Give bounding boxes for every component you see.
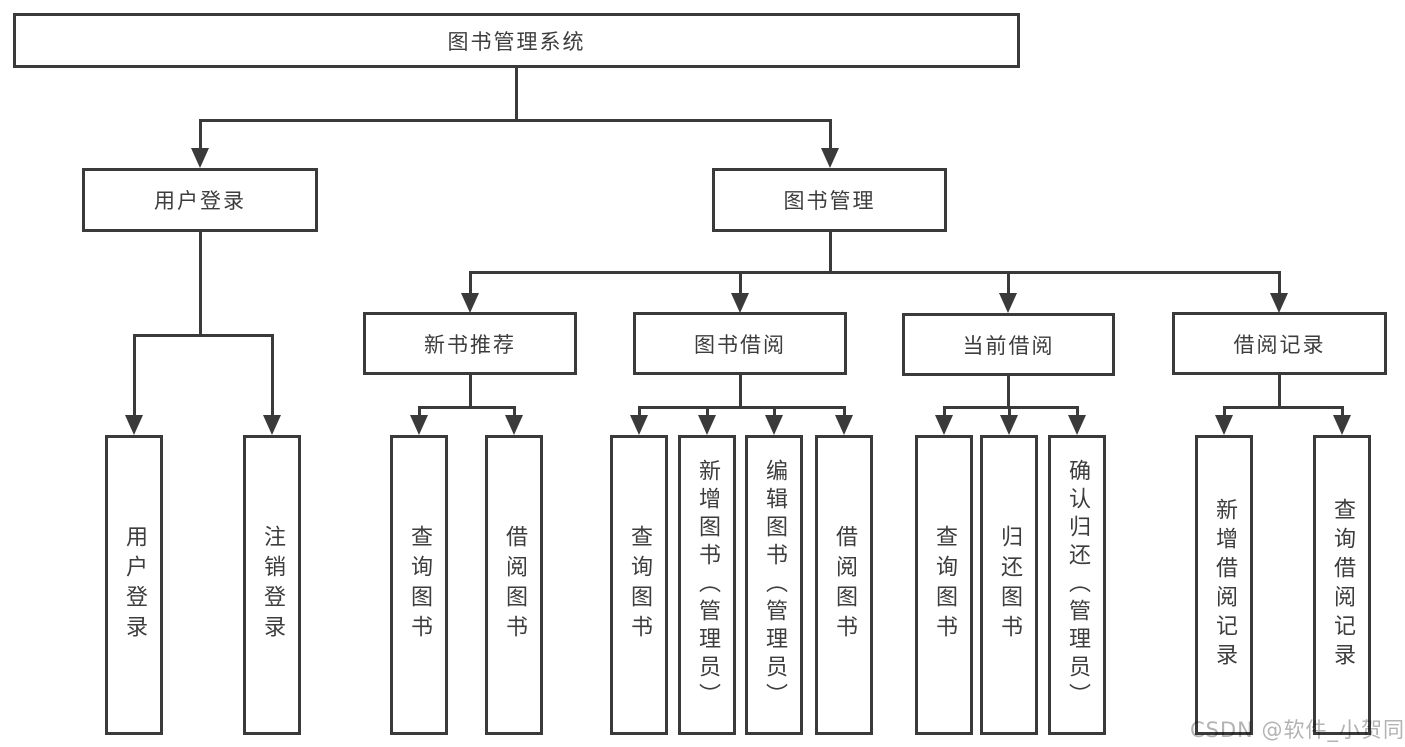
arrow-down-icon: [410, 415, 428, 435]
arrow-down-icon: [1000, 415, 1018, 435]
connector-line: [1076, 406, 1079, 418]
connector-line: [829, 119, 832, 152]
arrow-down-icon: [191, 148, 209, 168]
leaf-query-books-borrowing-label: 查询图书: [627, 525, 652, 645]
arrow-down-icon: [125, 415, 143, 435]
connector-line: [469, 271, 1281, 274]
connector-line: [1008, 406, 1011, 418]
connector-line: [469, 375, 472, 409]
leaf-query-books-current-label: 查询图书: [932, 525, 957, 645]
node-current-borrowing-label: 当前借阅: [962, 333, 1055, 358]
node-book-borrowing: 图书借阅: [633, 312, 847, 375]
connector-line: [829, 232, 832, 274]
arrow-down-icon: [821, 148, 839, 168]
leaf-return-books: 归还图书: [980, 435, 1038, 735]
arrow-down-icon: [1215, 415, 1233, 435]
leaf-borrow-books-recommend-label: 借阅图书: [502, 525, 527, 645]
node-book-management-label: 图书管理: [783, 189, 876, 213]
arrow-down-icon: [698, 415, 716, 435]
connector-line: [418, 406, 516, 409]
node-book-borrowing-label: 图书借阅: [694, 332, 786, 357]
connector-line: [638, 406, 641, 418]
arrow-down-icon: [935, 415, 953, 435]
leaf-borrow-books-borrowing: 借阅图书: [815, 435, 873, 735]
connector-line: [843, 406, 846, 418]
node-book-management: 图书管理: [712, 168, 947, 232]
connector-line: [199, 119, 831, 122]
leaf-add-books-admin: 新增图书（管理员）: [678, 435, 736, 735]
leaf-add-borrow-record: 新增借阅记录: [1195, 435, 1253, 735]
connector-line: [773, 406, 776, 418]
leaf-query-books-borrowing: 查询图书: [610, 435, 668, 735]
connector-line: [133, 334, 136, 418]
connector-line: [706, 406, 709, 418]
leaf-return-books-label: 归还图书: [997, 525, 1022, 645]
connector-line: [638, 406, 846, 409]
connector-line: [469, 271, 472, 297]
leaf-user-login: 用户登录: [105, 435, 163, 735]
leaf-query-books-current: 查询图书: [915, 435, 973, 735]
node-borrow-records: 借阅记录: [1172, 312, 1387, 375]
node-user-login: 用户登录: [82, 168, 318, 232]
leaf-query-borrow-record: 查询借阅记录: [1313, 435, 1371, 735]
connector-line: [515, 68, 518, 121]
connector-line: [199, 232, 202, 336]
arrow-down-icon: [505, 415, 523, 435]
leaf-query-books-recommend: 查询图书: [390, 435, 448, 735]
connector-line: [943, 406, 1079, 409]
leaf-confirm-return-admin-label: 确认归还（管理员）: [1065, 459, 1090, 711]
arrow-down-icon: [1270, 293, 1288, 313]
arrow-down-icon: [731, 293, 749, 313]
leaf-edit-books-admin-label: 编辑图书（管理员）: [762, 459, 787, 711]
connector-line: [1278, 271, 1281, 297]
leaf-borrow-books-borrowing-label: 借阅图书: [832, 525, 857, 645]
leaf-add-borrow-record-label: 新增借阅记录: [1212, 498, 1237, 672]
leaf-user-login-label: 用户登录: [122, 525, 147, 645]
connector-line: [271, 334, 274, 418]
connector-line: [1278, 375, 1281, 409]
node-current-borrowing: 当前借阅: [902, 313, 1115, 376]
leaf-query-borrow-record-label: 查询借阅记录: [1330, 498, 1355, 672]
connector-line: [513, 406, 516, 418]
connector-line: [199, 119, 202, 152]
arrow-down-icon: [263, 415, 281, 435]
connector-line: [1341, 406, 1344, 418]
arrow-down-icon: [835, 415, 853, 435]
leaf-logout: 注销登录: [243, 435, 301, 735]
node-root: 图书管理系统: [13, 13, 1020, 68]
arrow-down-icon: [765, 415, 783, 435]
node-new-book-recommend-label: 新书推荐: [424, 332, 516, 357]
leaf-query-books-recommend-label: 查询图书: [407, 525, 432, 645]
connector-line: [418, 406, 421, 418]
connector-line: [1223, 406, 1226, 418]
leaf-logout-label: 注销登录: [260, 525, 285, 645]
connector-line: [1223, 406, 1344, 409]
connector-line: [943, 406, 946, 418]
leaf-add-books-admin-label: 新增图书（管理员）: [695, 459, 720, 711]
arrow-down-icon: [999, 293, 1017, 313]
node-user-login-label: 用户登录: [154, 189, 246, 213]
connector-line: [1007, 376, 1010, 409]
connector-line: [739, 375, 742, 409]
connector-line: [133, 334, 274, 337]
node-borrow-records-label: 借阅记录: [1233, 332, 1326, 357]
leaf-edit-books-admin: 编辑图书（管理员）: [745, 435, 803, 735]
arrow-down-icon: [1333, 415, 1351, 435]
watermark: CSDN @软件_小贺同学: [1190, 718, 1405, 742]
connector-line: [739, 271, 742, 297]
node-new-book-recommend: 新书推荐: [363, 312, 577, 375]
arrow-down-icon: [461, 293, 479, 313]
arrow-down-icon: [630, 415, 648, 435]
node-root-label: 图书管理系统: [447, 29, 586, 54]
leaf-borrow-books-recommend: 借阅图书: [485, 435, 543, 735]
leaf-confirm-return-admin: 确认归还（管理员）: [1048, 435, 1106, 735]
arrow-down-icon: [1068, 415, 1086, 435]
connector-line: [1007, 271, 1010, 297]
